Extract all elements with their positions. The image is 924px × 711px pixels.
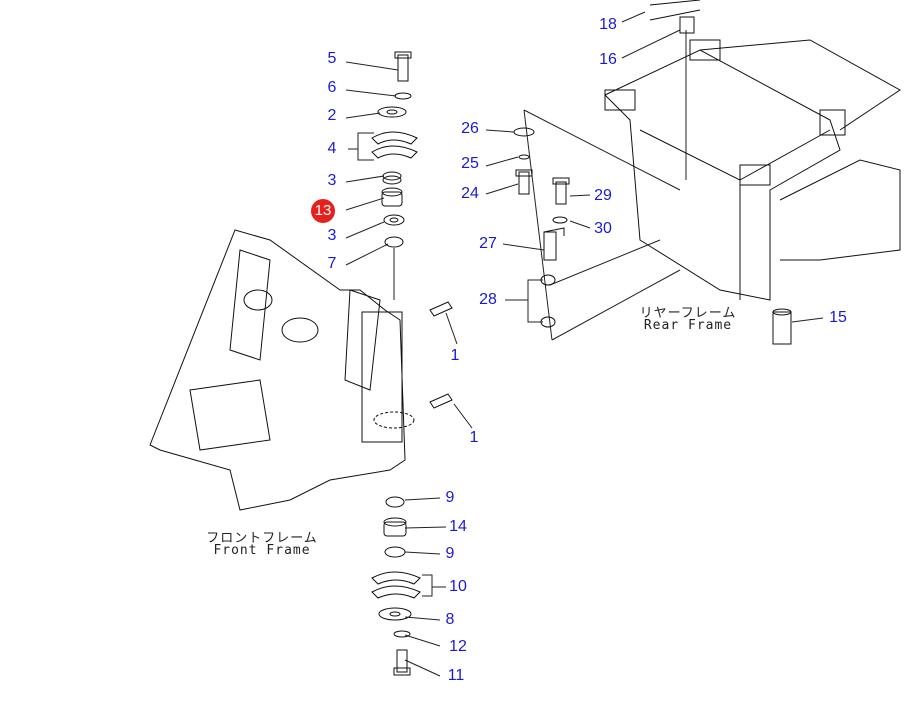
callout-7[interactable]: 7 — [327, 255, 337, 272]
rear-frame-caption-jp: リヤーフレーム — [639, 306, 737, 321]
callout-3[interactable]: 3 — [327, 172, 337, 189]
front-frame-caption-en: Front Frame — [213, 543, 311, 558]
callout-18[interactable]: 18 — [599, 16, 617, 33]
callout-25[interactable]: 25 — [461, 155, 479, 172]
lower-pin-parts — [371, 496, 421, 676]
callout-15[interactable]: 15 — [829, 309, 847, 326]
callout-13-highlighted[interactable]: 13 — [311, 199, 335, 223]
callout-29[interactable]: 29 — [594, 187, 612, 204]
callout-1[interactable]: 1 — [450, 347, 460, 364]
callout-4[interactable]: 4 — [327, 140, 337, 157]
front-frame-caption-jp: フロントフレーム — [206, 531, 318, 546]
callout-12[interactable]: 12 — [449, 638, 467, 655]
callout-5[interactable]: 5 — [327, 50, 337, 67]
rear-frame-caption-en: Rear Frame — [643, 318, 733, 333]
callout-2[interactable]: 2 — [327, 107, 337, 124]
upper-pin-parts — [371, 51, 418, 248]
callout-6[interactable]: 6 — [327, 79, 337, 96]
rear-frame-drawing — [604, 0, 901, 345]
callout-9[interactable]: 9 — [445, 545, 455, 562]
leader-lines — [345, 11, 824, 677]
callout-16[interactable]: 16 — [599, 51, 617, 68]
callout-10[interactable]: 10 — [449, 578, 467, 595]
callout-11[interactable]: 11 — [447, 667, 465, 684]
front-frame-drawing — [149, 229, 453, 511]
callout-3[interactable]: 3 — [327, 227, 337, 244]
callout-14[interactable]: 14 — [449, 518, 467, 535]
callout-24[interactable]: 24 — [461, 185, 479, 202]
callout-26[interactable]: 26 — [461, 120, 479, 137]
callout-30[interactable]: 30 — [594, 220, 612, 237]
callout-28[interactable]: 28 — [479, 291, 497, 308]
rear-loose-parts — [513, 127, 570, 328]
callout-9[interactable]: 9 — [445, 489, 455, 506]
callout-8[interactable]: 8 — [445, 611, 455, 628]
callout-27[interactable]: 27 — [479, 235, 497, 252]
callout-1[interactable]: 1 — [469, 429, 479, 446]
